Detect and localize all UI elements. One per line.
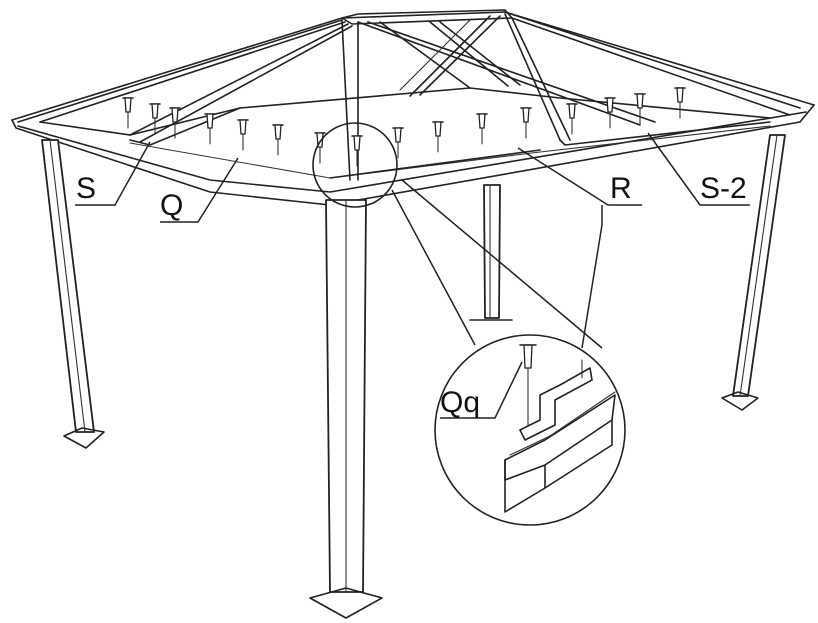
part-labels: S Q R S-2 Qq [76, 172, 747, 419]
back-post [469, 184, 513, 321]
screw-icon [476, 113, 488, 145]
front-post [309, 199, 383, 619]
roof-frame [11, 9, 815, 206]
screw-icon [122, 97, 134, 129]
screw-icon [432, 121, 444, 153]
screw-icon [272, 124, 284, 156]
label-s: S [76, 172, 96, 205]
label-s-2: S-2 [700, 172, 747, 205]
screw-icon [169, 107, 181, 139]
screw-icon [604, 97, 616, 129]
magnified-detail [391, 179, 626, 526]
screw-icon [634, 93, 646, 125]
label-leaders [75, 132, 750, 419]
screw-icon [204, 113, 216, 145]
screw-icon [520, 107, 532, 139]
right-post [721, 134, 786, 411]
screw-icon [674, 87, 686, 119]
screw-icon [149, 103, 161, 135]
corner-detail-circle [312, 122, 398, 208]
screw-row [122, 87, 686, 167]
screw-icon [351, 135, 363, 167]
label-qq: Qq [440, 386, 480, 419]
screw-icon [237, 119, 249, 151]
left-post [41, 139, 105, 449]
label-q: Q [160, 189, 183, 222]
label-r: R [610, 172, 632, 205]
screw-icon [392, 127, 404, 159]
screw-icon [566, 103, 578, 135]
